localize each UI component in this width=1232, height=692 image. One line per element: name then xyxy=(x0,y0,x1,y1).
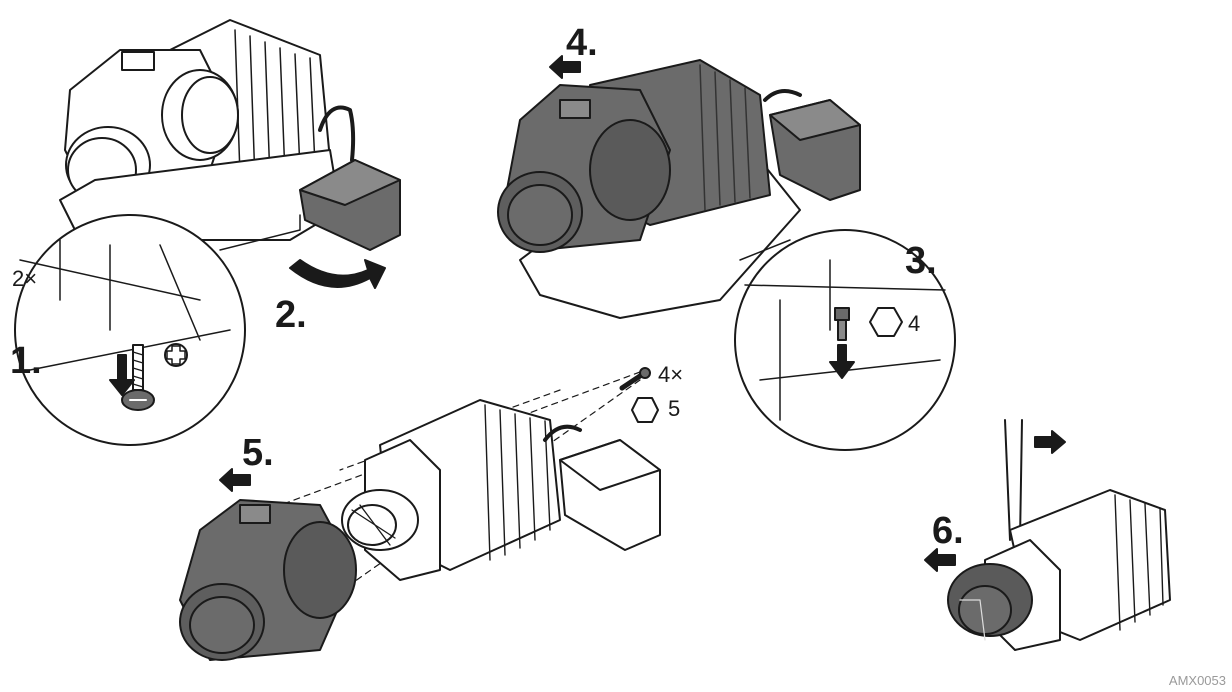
pump-assembly-dark xyxy=(497,59,861,319)
arrow-right-icon xyxy=(1034,430,1066,454)
small-bolt-icon xyxy=(619,367,651,391)
hex-ref-step-5: 5 xyxy=(668,396,681,421)
rotate-arrow-icon xyxy=(289,259,386,289)
arrow-left-icon-2 xyxy=(219,468,251,492)
exploded-pump xyxy=(179,367,661,661)
step-6-label: 6. xyxy=(932,510,964,552)
step-5-label: 5. xyxy=(242,432,274,474)
bolt-quantity: 4× xyxy=(658,362,684,387)
step-3-label: 3. xyxy=(905,240,937,282)
hex-ref-step-3: 4 xyxy=(908,311,921,336)
step-2-label: 2. xyxy=(275,294,307,336)
step-1-label: 1. xyxy=(10,340,42,382)
screw-icon xyxy=(121,344,155,411)
detail-magnifier-screw xyxy=(14,214,246,446)
phillips-screwdriver-icon xyxy=(164,343,188,367)
motor-impeller-removal xyxy=(947,419,1171,651)
step-4-label: 4. xyxy=(566,22,598,64)
arrow-left-icon-3 xyxy=(924,548,956,572)
hex-wrench-icon xyxy=(869,307,903,337)
screw-quantity: 2× xyxy=(12,266,38,291)
detail-magnifier-bolt xyxy=(734,229,956,451)
arrow-left-icon xyxy=(549,55,581,79)
pump-assembly-light xyxy=(59,19,401,251)
hex-nut-icon xyxy=(631,397,659,423)
bolt-icon xyxy=(834,307,850,341)
figure-code: AMX0053 xyxy=(1168,673,1226,688)
